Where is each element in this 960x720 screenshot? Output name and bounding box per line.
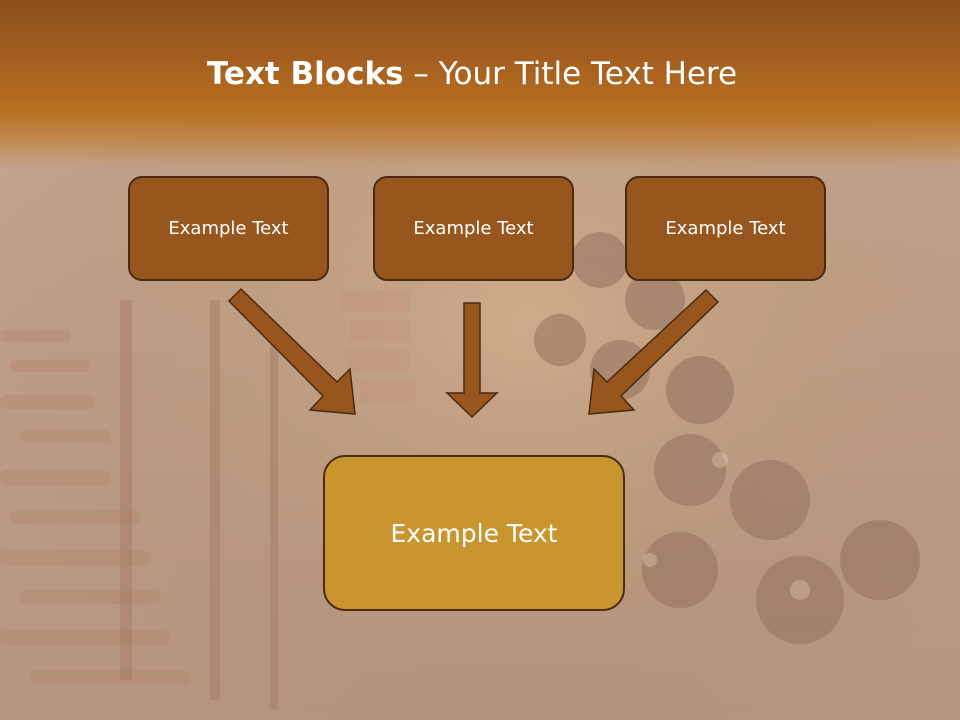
text-block-3: Example Text [625,176,826,281]
text-block-1-label: Example Text [168,218,289,239]
text-block-3-label: Example Text [665,218,786,239]
arrow-right [588,288,720,415]
text-block-1: Example Text [128,176,329,281]
title-band [0,0,960,170]
arrow-center [445,302,499,419]
arrow-left [227,287,356,415]
text-block-2-label: Example Text [413,218,534,239]
text-block-2: Example Text [373,176,574,281]
slide-title: Text Blocks – Your Title Text Here [0,52,944,96]
title-rest-part: – Your Title Text Here [403,56,738,92]
main-text-block: Example Text [323,455,625,611]
main-text-block-label: Example Text [390,518,558,548]
title-bold-part: Text Blocks [206,56,404,92]
